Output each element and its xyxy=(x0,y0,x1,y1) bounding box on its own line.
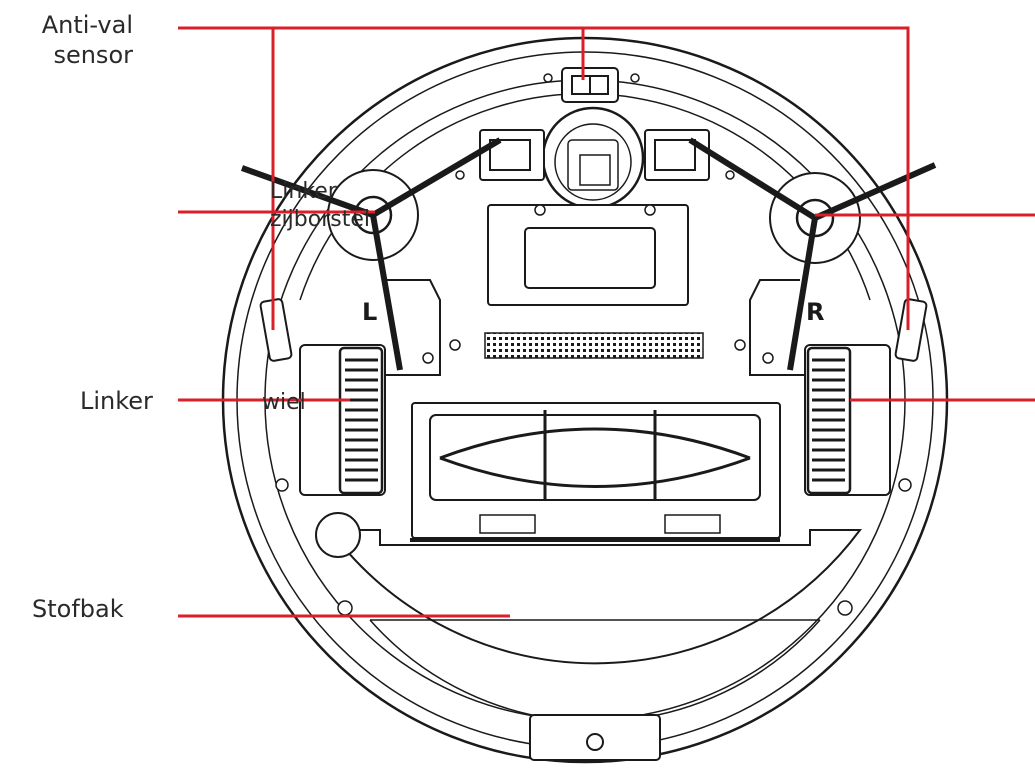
battery-cover xyxy=(487,204,689,306)
label-linker-wiel-suffix: wiel xyxy=(262,390,306,415)
right-wheel xyxy=(804,344,891,496)
screws xyxy=(275,73,912,616)
callout-anti-val-sensor xyxy=(178,26,910,330)
charging-contact xyxy=(315,512,361,558)
brush-right-mark: R xyxy=(806,298,824,326)
vent-mesh xyxy=(484,332,704,359)
left-wheel xyxy=(299,344,386,496)
label-linker-zijborstel: Linker zijborstel xyxy=(270,179,370,232)
label-stofbak: Stofbak xyxy=(32,595,124,623)
label-linker-wiel: Linker xyxy=(80,387,153,415)
side-panels xyxy=(380,279,810,376)
caster-wheel xyxy=(541,106,645,210)
brush-left-mark: L xyxy=(362,298,377,326)
left-side-brush xyxy=(240,137,502,371)
bottom-tab xyxy=(529,714,661,761)
right-side-brush xyxy=(688,137,937,371)
anti-fall-sensor-top xyxy=(561,67,619,103)
cliff-sensors xyxy=(259,298,928,362)
main-roller-brush xyxy=(410,402,781,542)
callout-lines xyxy=(178,26,1035,618)
label-anti-val-sensor: Anti-val sensor xyxy=(41,11,133,69)
